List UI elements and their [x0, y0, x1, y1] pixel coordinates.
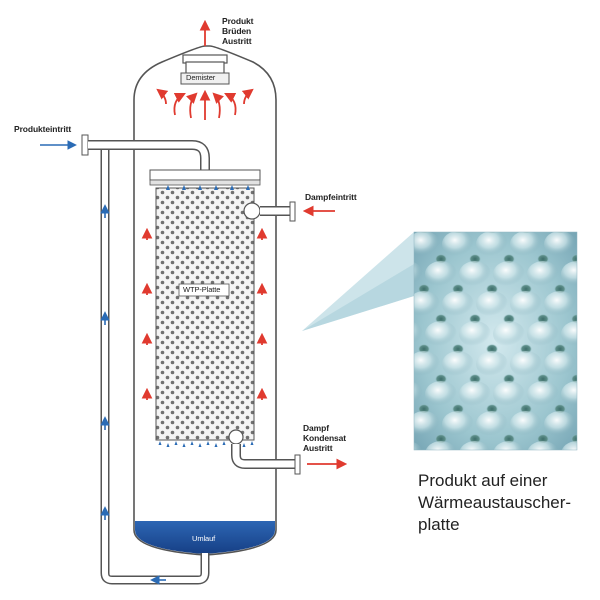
- distributor: [149, 169, 261, 181]
- plate-bump: [510, 351, 542, 377]
- plate-bump: [442, 351, 474, 377]
- plate-bump: [414, 442, 423, 450]
- plate-bump: [527, 381, 559, 407]
- sump-liquid: [135, 521, 275, 554]
- plate-bump: [544, 232, 576, 257]
- plate-bump: [476, 291, 508, 317]
- plate-dimple: [588, 224, 600, 234]
- plate-dimple: [588, 344, 600, 354]
- bottom-drops: [158, 441, 254, 447]
- plate-bump: [374, 351, 406, 377]
- plate-bump: [459, 381, 491, 407]
- plate-bump: [578, 411, 600, 437]
- zoom-cone: [302, 232, 414, 331]
- caption-line-1: Produkt auf einer: [418, 471, 548, 490]
- plate-bump: [476, 232, 508, 257]
- wtp-label-box: [178, 283, 230, 297]
- plate-bump: [442, 232, 474, 257]
- caption-line-3: platte: [418, 515, 460, 534]
- recirculation-arrows: [100, 204, 166, 585]
- plate-bump: [425, 321, 457, 347]
- plate-bump: [414, 232, 440, 257]
- inlet-flange: [81, 134, 89, 156]
- plate-bump: [595, 441, 600, 467]
- plate-bump: [493, 381, 525, 407]
- plate-bump: [425, 201, 457, 227]
- plate-bump: [459, 321, 491, 347]
- label-umlauf: Umlauf: [192, 534, 216, 543]
- demister-box: [180, 72, 230, 85]
- plate-dimple: [401, 374, 413, 384]
- label-dampfeintritt: Dampfeintritt: [305, 192, 357, 202]
- plate-bump: [425, 261, 457, 287]
- plate-photo: [374, 201, 600, 504]
- plate-bump: [414, 382, 423, 406]
- plate-bump: [544, 411, 576, 437]
- plate-bump: [414, 291, 440, 317]
- distributor-drops: [166, 185, 250, 190]
- caption-line-2: Wärmeaustauscher-: [418, 493, 572, 512]
- plate-bump: [578, 231, 600, 257]
- plate-bump: [544, 291, 576, 317]
- plate-bump: [510, 411, 542, 437]
- plate-bump: [561, 381, 577, 407]
- plate-bump: [578, 351, 600, 377]
- plate-bump: [476, 351, 508, 377]
- plate-bump: [425, 381, 457, 407]
- plate-bump: [414, 411, 440, 437]
- plate-bump: [561, 261, 577, 287]
- plate-bump: [493, 261, 525, 287]
- plate-bump: [595, 261, 600, 287]
- plate-bump: [442, 291, 474, 317]
- condensate-port: [228, 429, 244, 445]
- plate-dimple: [401, 494, 413, 504]
- wtp-plate-pack: [155, 187, 255, 441]
- plate-dimple: [401, 434, 413, 444]
- plate-bump: [561, 201, 593, 227]
- label-produkt-bruden-austritt: Produkt Brüden Austritt: [222, 16, 254, 46]
- plate-bump: [561, 321, 577, 347]
- plate-bump: [414, 262, 423, 286]
- plate-bump: [391, 201, 423, 227]
- plate-bump: [459, 261, 491, 287]
- plate-bump: [493, 201, 525, 227]
- steam-inlet-port: [243, 202, 261, 220]
- plate-bump: [374, 411, 406, 437]
- plate-bump: [425, 441, 457, 450]
- plate-dimple: [401, 314, 413, 324]
- plate-bump: [578, 291, 600, 317]
- plate-bump: [493, 321, 525, 347]
- plate-bump: [527, 321, 559, 347]
- plate-bump: [544, 351, 576, 377]
- label-dampf-kondensat-austritt: Dampf Kondensat Austritt: [303, 423, 347, 453]
- plate-bump: [595, 381, 600, 407]
- plate-bump: [595, 321, 600, 347]
- plate-bump: [527, 201, 559, 227]
- plate-bump: [493, 441, 525, 450]
- label-produkteintritt: Produkteintritt: [14, 124, 72, 134]
- plate-bump: [510, 291, 542, 317]
- plate-bump: [510, 232, 542, 257]
- plate-bump: [442, 411, 474, 437]
- plate-bump: [527, 261, 559, 287]
- label-demister: Demister: [186, 73, 216, 82]
- plate-bump: [459, 201, 491, 227]
- plate-dimple: [588, 284, 600, 294]
- plate-bump: [476, 411, 508, 437]
- label-wtp-platte: WTP-Platte: [183, 285, 221, 294]
- photo-caption: Produkt auf einer Wärmeaustauscher- plat…: [418, 470, 598, 536]
- plate-bump: [527, 441, 559, 450]
- plate-bump: [374, 471, 406, 497]
- plate-bump: [561, 441, 577, 450]
- plate-bump: [414, 322, 423, 346]
- plate-bump: [414, 351, 440, 377]
- plate-dimple: [588, 404, 600, 414]
- vapor-arrows: [141, 88, 268, 400]
- plate-bump: [595, 201, 600, 227]
- plate-bump: [459, 441, 491, 450]
